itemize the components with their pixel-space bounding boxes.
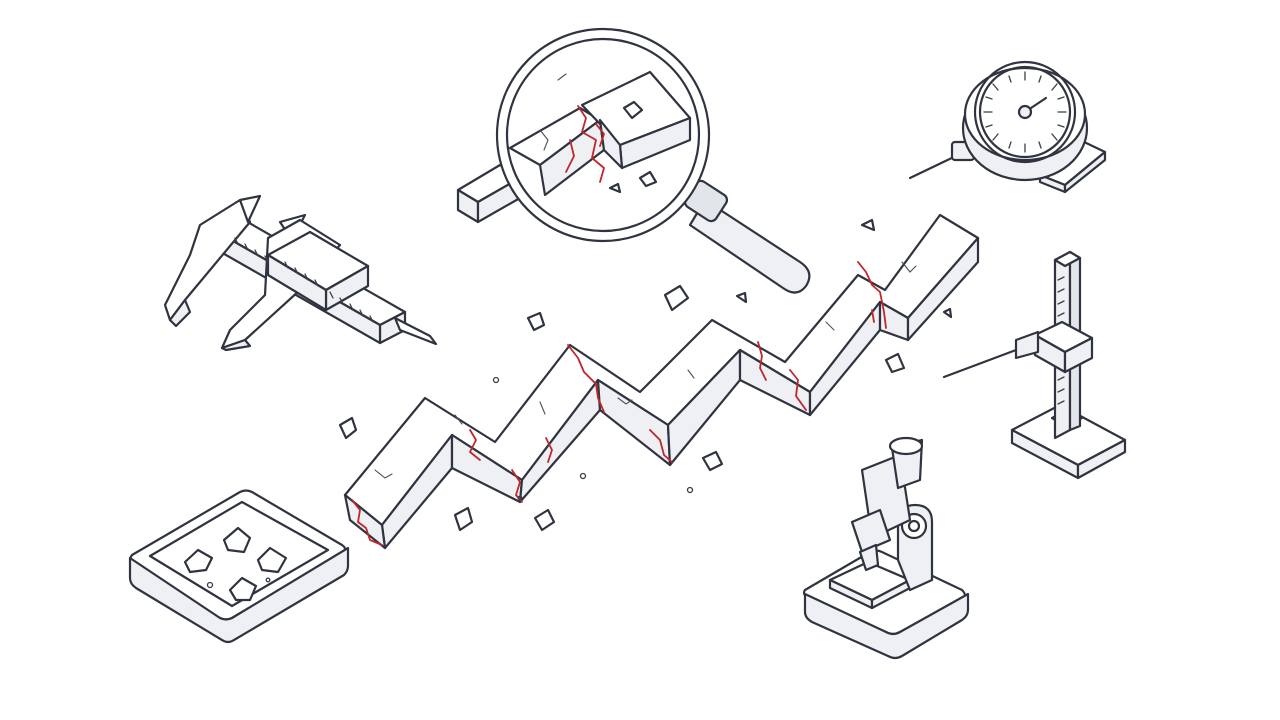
microscope-icon bbox=[802, 436, 970, 660]
height-gauge-icon bbox=[942, 250, 1127, 480]
dial-gauge-icon bbox=[908, 60, 1107, 194]
specimen-tray-icon bbox=[128, 489, 350, 644]
debris-fragments bbox=[338, 218, 953, 532]
zigzag-fractured-beam bbox=[343, 213, 980, 550]
caliper-icon bbox=[163, 194, 438, 352]
magnifying-glass-icon bbox=[456, 27, 811, 294]
